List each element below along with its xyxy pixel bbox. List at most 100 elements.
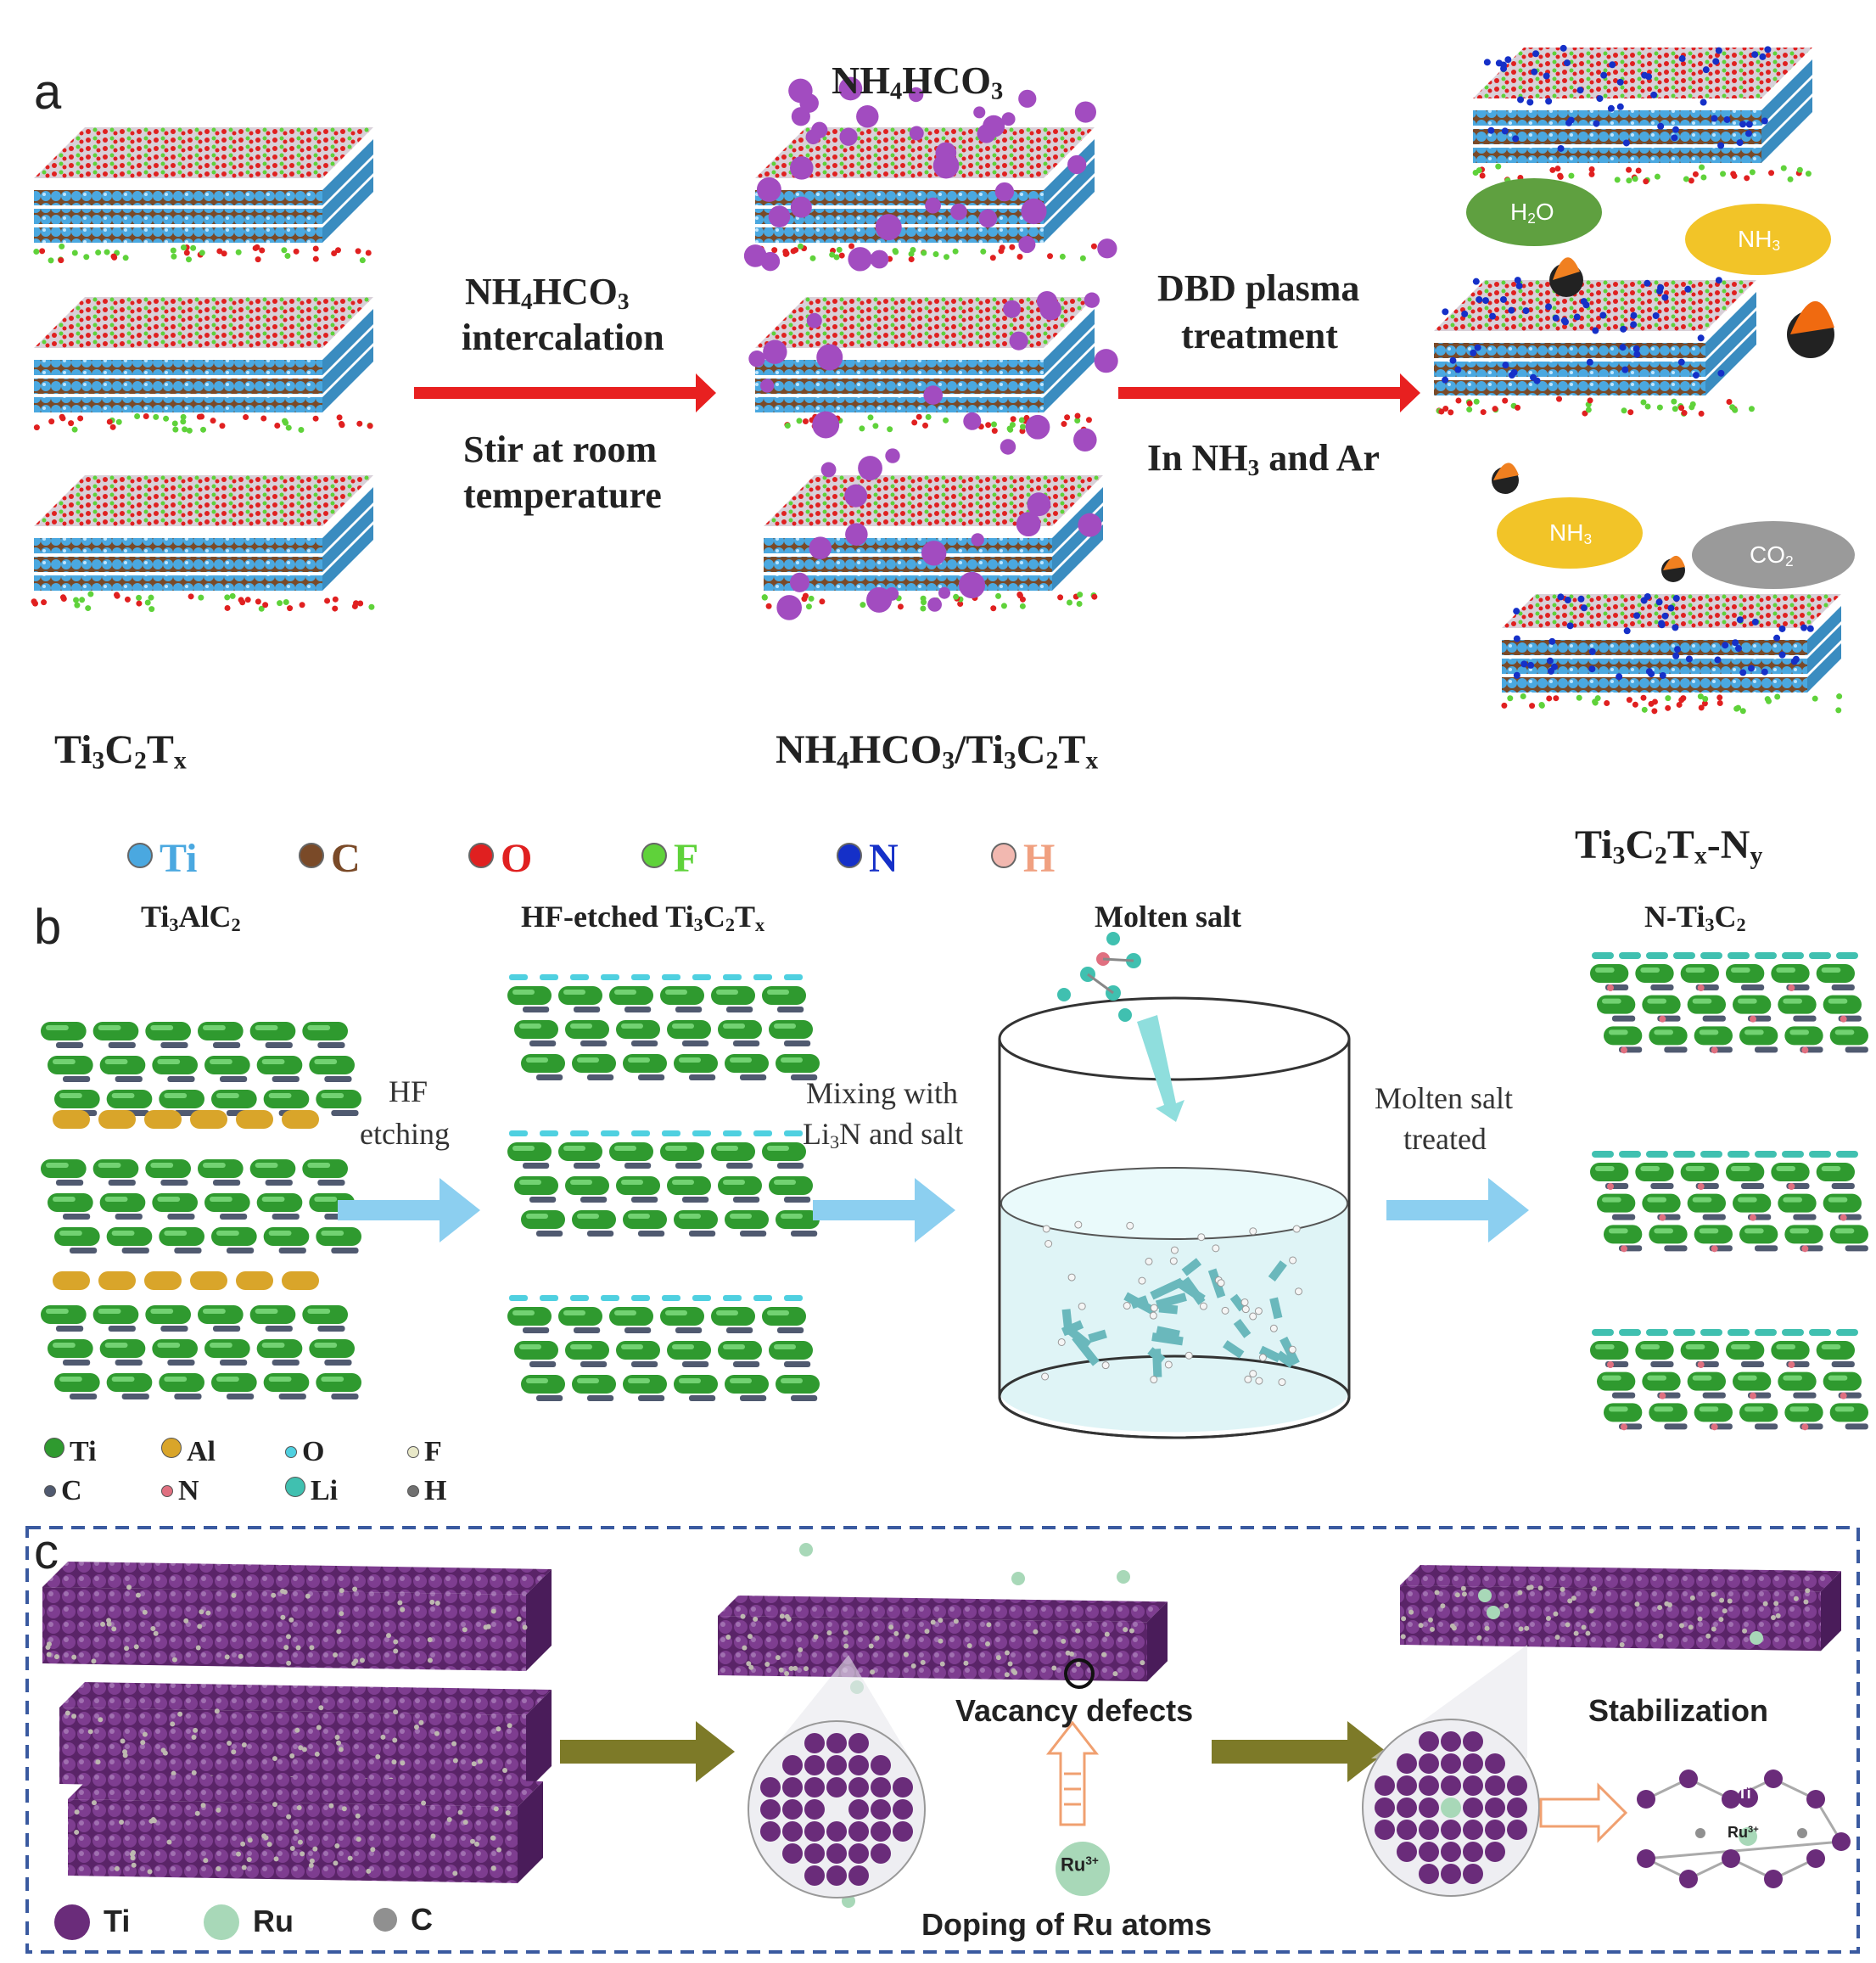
panel-b-graphics [41, 932, 1868, 1439]
legend-label: N [178, 1475, 199, 1506]
nh4hco3-particle [1009, 331, 1028, 351]
panel-a-graphics [31, 44, 1855, 715]
nh4hco3-particle [816, 344, 843, 371]
n-ti3c2-stack [1590, 952, 1868, 1431]
nh4hco3-particle [845, 523, 868, 546]
mxene-sheet [1590, 952, 1868, 1054]
legend-dot-icon [44, 1438, 64, 1458]
nh4hco3-particle [820, 462, 837, 478]
step1-line4: temperature [463, 474, 662, 516]
nh4hco3-particle [858, 456, 882, 480]
nh4hco3-particle [1018, 236, 1036, 254]
cloud-h2o [1466, 178, 1602, 246]
legend-dot-icon [161, 1485, 173, 1497]
legend-dot-icon [468, 843, 494, 868]
nh4hco3-particle [908, 87, 924, 103]
ru-atom [799, 1543, 813, 1556]
nh4hco3-particle [1067, 154, 1087, 175]
legend-dot-icon [285, 1477, 305, 1497]
legend-dot-icon [285, 1446, 297, 1458]
nh4hco3-particle [932, 152, 960, 179]
cloud-label-nh3: NH3 [1549, 519, 1593, 547]
al-atom [236, 1110, 273, 1129]
cloud-nh3-2 [1497, 497, 1643, 569]
legend-label: Al [187, 1436, 216, 1467]
legend-label: Ti [160, 836, 198, 881]
legend-label: F [424, 1436, 442, 1467]
label-ru3-ion: Ru3+ [1061, 1854, 1099, 1876]
al-atom [236, 1271, 273, 1290]
nh4hco3-particle [763, 339, 787, 364]
nh4hco3-particle [983, 115, 1005, 137]
nh4hco3-particle [1021, 198, 1047, 225]
nh4hco3-particle [844, 484, 868, 508]
nh4hco3-particle [1036, 290, 1058, 312]
label-ti-mark: Ti [1738, 1785, 1751, 1802]
mxene-sheet [1590, 1329, 1868, 1431]
legend-dot-icon [204, 1904, 239, 1940]
al-atom [190, 1271, 227, 1290]
nh4hco3-particle [875, 214, 902, 241]
nh4hco3-particle [921, 541, 947, 566]
legend-dot-icon [991, 843, 1016, 868]
nh4hco3-particle [1078, 513, 1102, 537]
nh4hco3-particle [1018, 89, 1037, 108]
nh4hco3-particle [1000, 439, 1016, 455]
cloud-nh3-1 [1685, 204, 1831, 275]
right-pointing-arrow [1539, 1782, 1628, 1843]
panel-label-c: c [34, 1524, 59, 1579]
step-b2-line2: Li3N and salt [803, 1117, 964, 1153]
nh4hco3-particle [811, 121, 828, 138]
ti3alc2-stack [41, 1022, 361, 1399]
legend-label: C [331, 836, 361, 881]
legend-b-item: Al [161, 1438, 216, 1467]
label-ti3c2tx-ny: Ti3C2Tx-Ny [1575, 822, 1763, 870]
mxene-sheet [755, 297, 1095, 435]
step-b2-line1: Mixing with [806, 1076, 959, 1110]
legend-label: Ti [70, 1436, 97, 1467]
reagent-nh4hco3-top: NH4HCO3 [832, 59, 1004, 105]
mxene-sheet [507, 1130, 820, 1237]
legend-label: H [424, 1475, 447, 1506]
legend-label: F [674, 836, 699, 881]
nh4hco3-particle [971, 533, 984, 547]
legend-label: Ru [253, 1904, 294, 1938]
al-atom [190, 1110, 227, 1129]
nh4hco3-particle [799, 93, 819, 113]
arrow-c2 [1212, 1721, 1386, 1782]
legend-dot-icon [407, 1485, 419, 1497]
nh4hco3-particle [760, 379, 775, 393]
mxene-sheet [507, 1295, 820, 1401]
panel-c-graphics [42, 1543, 1851, 1908]
nh4hco3-particle [909, 126, 924, 141]
step1-line3: Stir at room [463, 429, 658, 470]
magnifier-mid [748, 1655, 926, 1899]
label-nh4hco3-ti3c2tx: NH4HCO3/Ti3C2Tx [776, 727, 1099, 775]
ti-slab [59, 1682, 552, 1792]
title-molten-salt: Molten salt [1095, 900, 1241, 934]
arrow-a1 [414, 373, 716, 412]
ru-ti-lattice [1637, 1770, 1851, 1888]
mxene-sheet [31, 475, 375, 613]
title-hf-etched: HF-etched Ti3C2Tx [521, 900, 765, 935]
ru-atom [1011, 1572, 1025, 1585]
mxene-sheet [41, 1159, 361, 1254]
nh4hco3-particle [789, 572, 810, 592]
legend-b-item: Li [285, 1477, 338, 1506]
label-vacancy-defects: Vacancy defects [955, 1693, 1194, 1728]
legend-c-item: Ru [204, 1904, 294, 1940]
ru-ion [1056, 1842, 1110, 1896]
plasma-fire-icons [1492, 257, 1834, 582]
legend-label: N [869, 836, 899, 881]
clouds [1466, 178, 1855, 589]
legend-dot-icon [54, 1904, 90, 1940]
magnifier-right [1362, 1645, 1540, 1897]
cloud-label-co2: CO2 [1750, 541, 1794, 569]
nh4hco3-particles [743, 76, 1118, 620]
nh4hco3-particle [776, 595, 802, 620]
al-atom [282, 1271, 319, 1290]
legend-c-item: C [373, 1904, 433, 1935]
nh4hco3-particle [790, 196, 812, 218]
nh4hco3-particle [963, 412, 982, 430]
nh4hco3-particle [885, 448, 900, 463]
